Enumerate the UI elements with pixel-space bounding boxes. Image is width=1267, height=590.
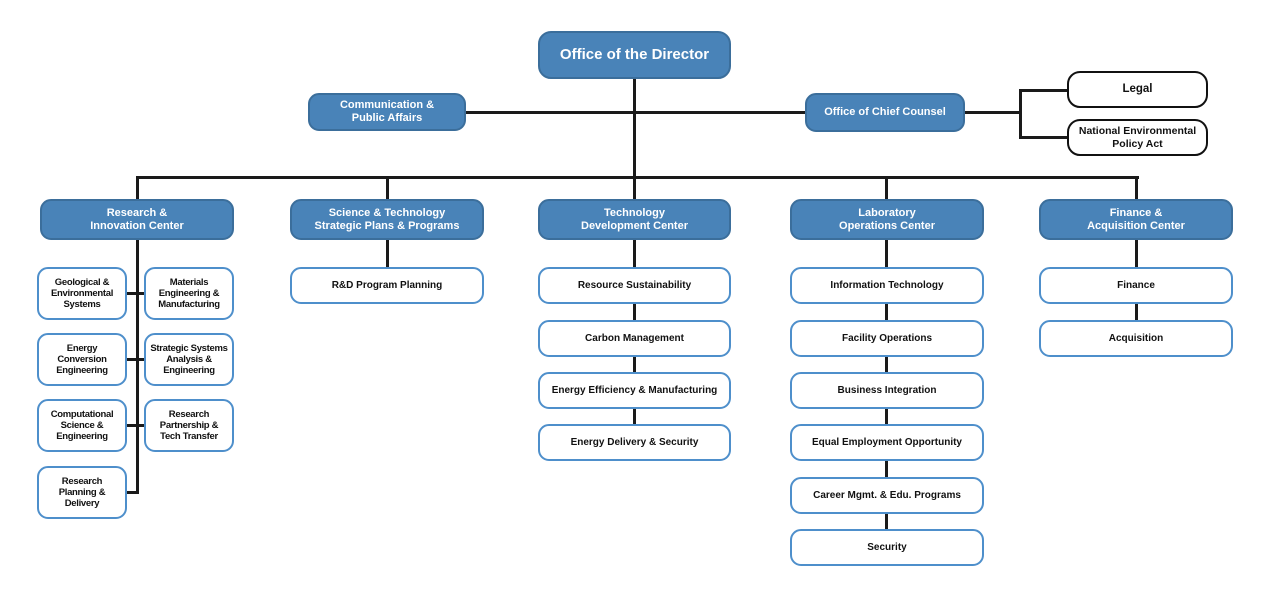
- connector-col5-stub-1: [1135, 240, 1138, 267]
- security-box: Security: [790, 529, 984, 566]
- connector-col4-stub-6: [885, 514, 888, 529]
- connector-counsel-out: [965, 111, 1022, 114]
- computational-science-engineering-box: Computational Science & Engineering: [37, 399, 127, 452]
- carbon-management-box: Carbon Management: [538, 320, 731, 357]
- energy-conversion-engineering-box: Energy Conversion Engineering: [37, 333, 127, 386]
- connector-col3-stub-1: [633, 240, 636, 267]
- connector-col4-stub-2: [885, 304, 888, 320]
- connector-col4-stub-4: [885, 409, 888, 424]
- connector-col3-stub-3: [633, 357, 636, 372]
- laboratory-operations-center-box: Laboratory Operations Center: [790, 199, 984, 240]
- communication-public-affairs-box: Communication & Public Affairs: [308, 93, 466, 131]
- acquisition-box: Acquisition: [1039, 320, 1233, 357]
- connector-col5-stub-2: [1135, 304, 1138, 320]
- rd-program-planning-box: R&D Program Planning: [290, 267, 484, 304]
- geological-environmental-systems-box: Geological & Environmental Systems: [37, 267, 127, 320]
- connector-ric-spine: [136, 240, 139, 494]
- office-of-the-director-box: Office of the Director: [538, 31, 731, 79]
- connector-col3-stub-2: [633, 304, 636, 320]
- science-technology-plans-box: Science & Technology Strategic Plans & P…: [290, 199, 484, 240]
- connector-centers-bus: [136, 176, 1139, 179]
- finance-box: Finance: [1039, 267, 1233, 304]
- research-innovation-center-box: Research & Innovation Center: [40, 199, 234, 240]
- connector-col4-stub-5: [885, 461, 888, 477]
- equal-employment-opportunity-box: Equal Employment Opportunity: [790, 424, 984, 461]
- energy-efficiency-manufacturing-box: Energy Efficiency & Manufacturing: [538, 372, 731, 409]
- technology-development-center-box: Technology Development Center: [538, 199, 731, 240]
- connector-center-stub-5: [1135, 176, 1138, 199]
- connector-center-stub-2: [386, 176, 389, 199]
- research-planning-delivery-box: Research Planning & Delivery: [37, 466, 127, 519]
- connector-ric-tie-3: [127, 424, 144, 427]
- nepa-box: National Environmental Policy Act: [1067, 119, 1208, 156]
- connector-staff-row: [466, 111, 805, 114]
- career-mgmt-edu-programs-box: Career Mgmt. & Edu. Programs: [790, 477, 984, 514]
- connector-col4-stub-3: [885, 357, 888, 372]
- connector-center-stub-1: [136, 176, 139, 199]
- business-integration-box: Business Integration: [790, 372, 984, 409]
- connector-center-stub-4: [885, 176, 888, 199]
- connector-legal-branch: [1019, 89, 1067, 92]
- connector-ric-tie-1: [127, 292, 144, 295]
- connector-center-stub-3: [633, 176, 636, 199]
- office-of-chief-counsel-box: Office of Chief Counsel: [805, 93, 965, 132]
- research-partnership-tech-transfer-box: Research Partnership & Tech Transfer: [144, 399, 234, 452]
- materials-engineering-manufacturing-box: Materials Engineering & Manufacturing: [144, 267, 234, 320]
- connector-col4-stub-1: [885, 240, 888, 267]
- connector-root-trunk: [633, 79, 636, 179]
- connector-col2-stub-1: [386, 240, 389, 267]
- connector-counsel-bracket: [1019, 89, 1022, 139]
- connector-ric-tie-4: [127, 491, 139, 494]
- connector-col3-stub-4: [633, 409, 636, 424]
- connector-nepa-branch: [1019, 136, 1067, 139]
- finance-acquisition-center-box: Finance & Acquisition Center: [1039, 199, 1233, 240]
- connector-ric-tie-2: [127, 358, 144, 361]
- legal-box: Legal: [1067, 71, 1208, 108]
- resource-sustainability-box: Resource Sustainability: [538, 267, 731, 304]
- strategic-systems-analysis-box: Strategic Systems Analysis & Engineering: [144, 333, 234, 386]
- energy-delivery-security-box: Energy Delivery & Security: [538, 424, 731, 461]
- information-technology-box: Information Technology: [790, 267, 984, 304]
- facility-operations-box: Facility Operations: [790, 320, 984, 357]
